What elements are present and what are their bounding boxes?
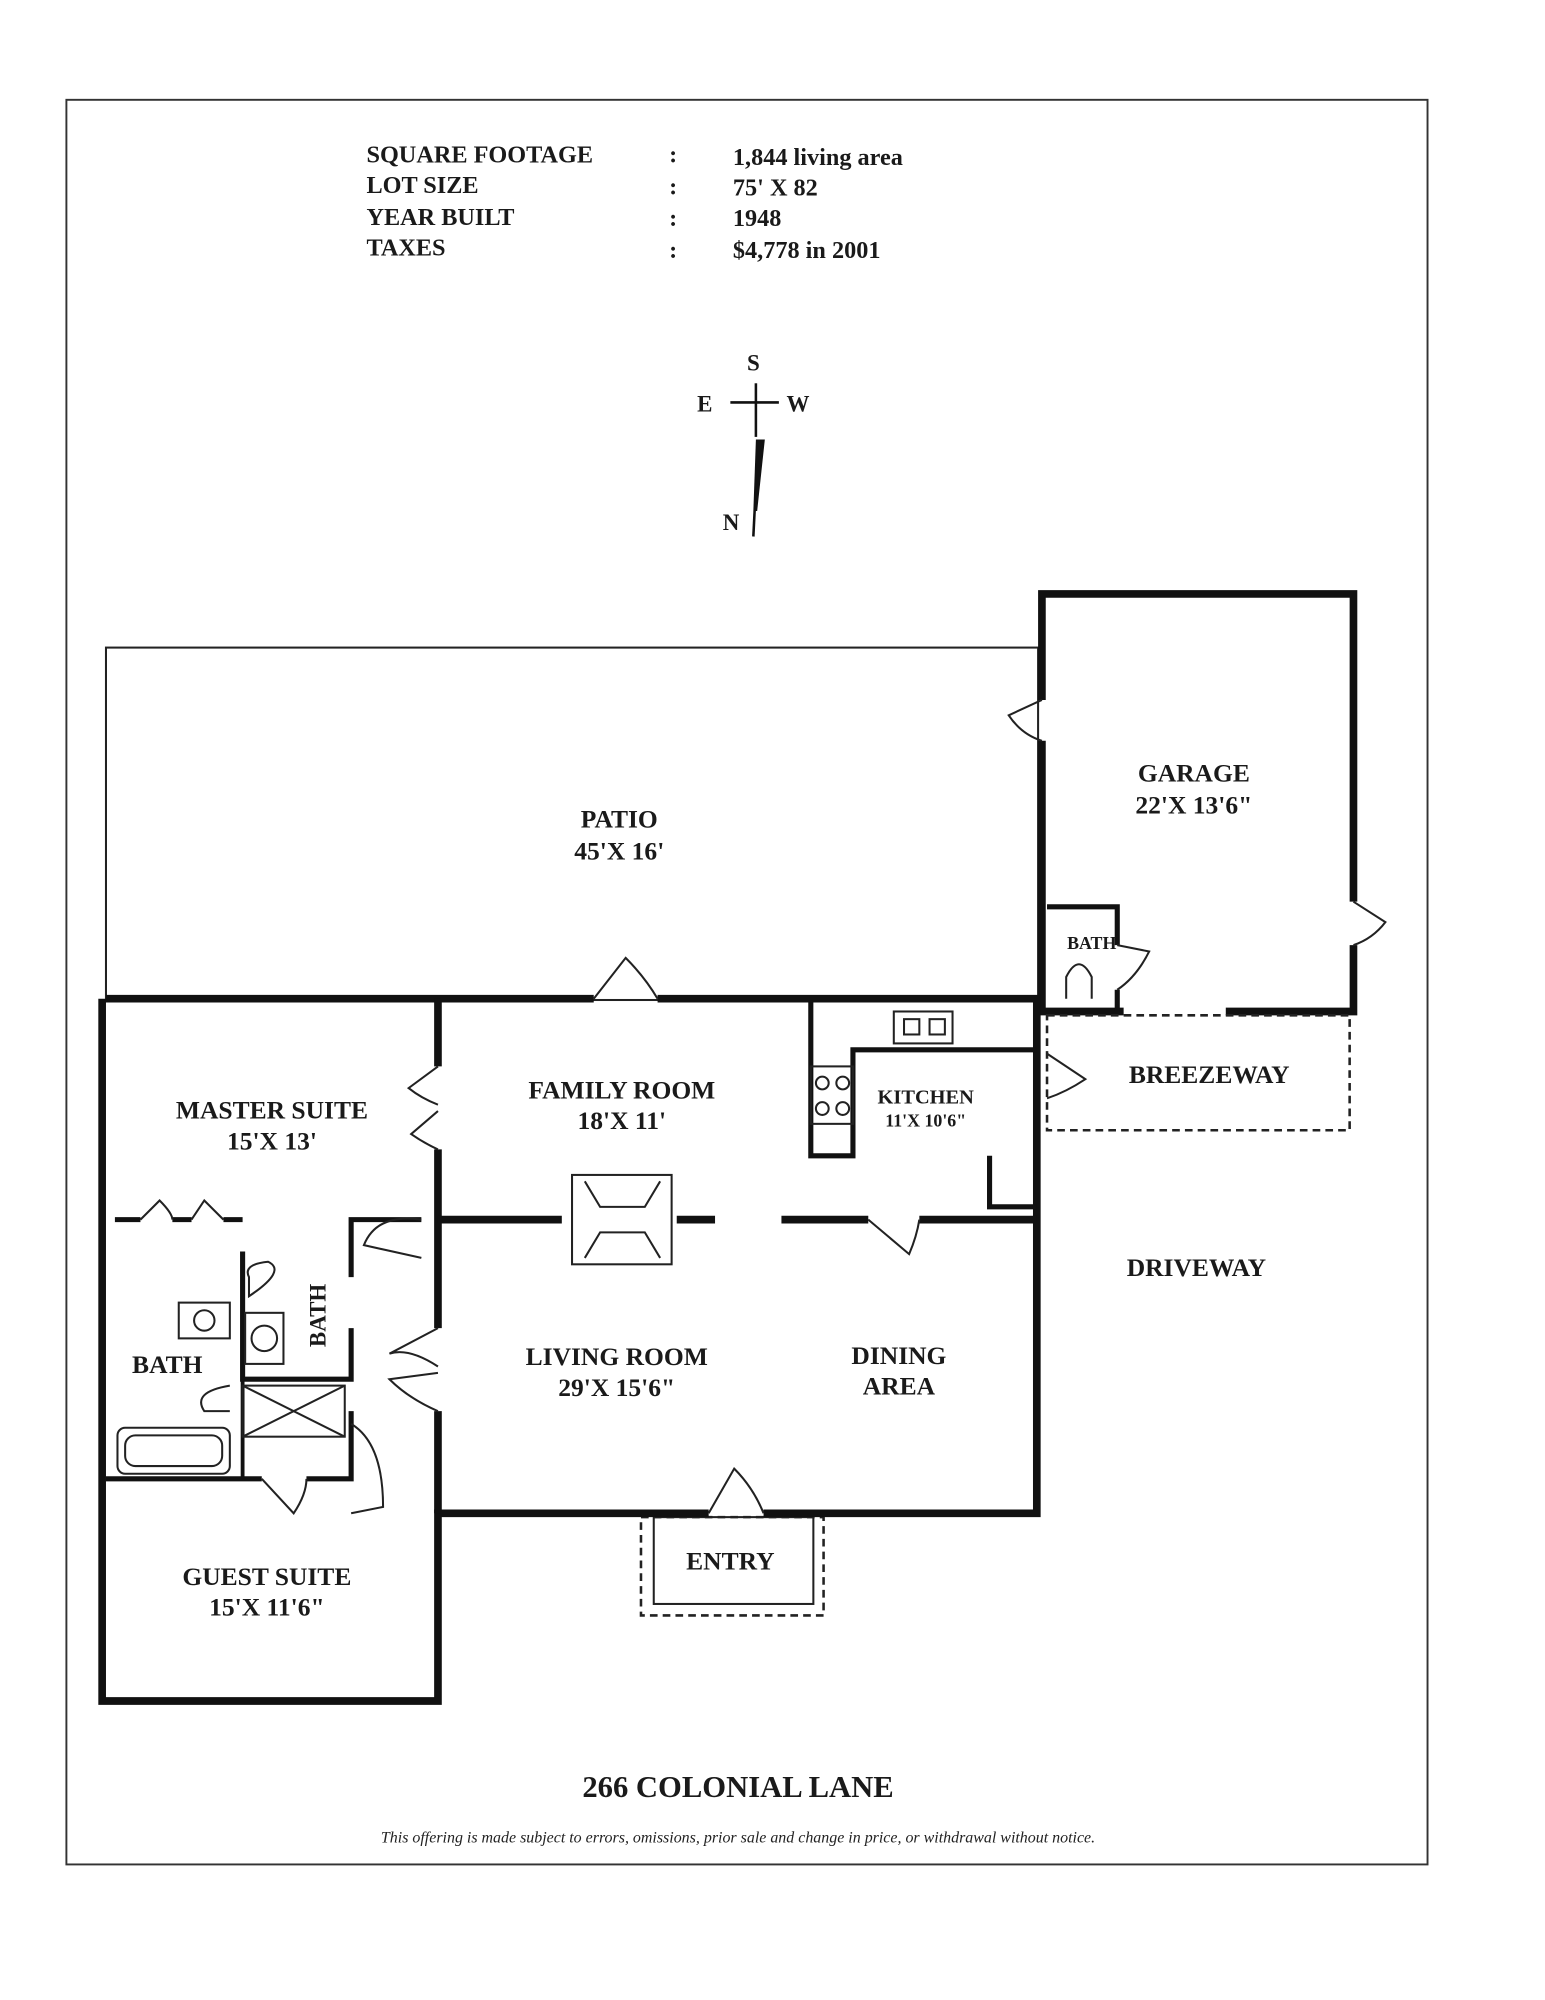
dining-label: DINING — [851, 1341, 946, 1370]
master-suite-size: 15'X 13' — [227, 1126, 317, 1155]
page-border — [65, 98, 1429, 1866]
compass-n: N — [723, 510, 740, 535]
entry-step — [652, 1516, 815, 1605]
fact-value: $4,778 in 2001 — [733, 237, 881, 264]
entry-label: ENTRY — [686, 1546, 774, 1575]
fact-value: 1,844 living area — [733, 144, 903, 171]
family-room-label: FAMILY ROOM — [528, 1075, 715, 1104]
bath-label: BATH — [132, 1350, 203, 1379]
compass-s: S — [747, 351, 760, 376]
dining-label-2: AREA — [863, 1372, 936, 1401]
room-labels: PATIO 45'X 16' GARAGE 22'X 13'6" BATH FA… — [132, 759, 1289, 1622]
doors — [139, 956, 1088, 1515]
address-title: 266 COLONIAL LANE — [582, 1770, 893, 1804]
garage-walls — [1007, 590, 1387, 1016]
fact-sep: : — [669, 141, 677, 168]
guest-suite-label: GUEST SUITE — [182, 1562, 351, 1591]
compass-w: W — [787, 391, 810, 416]
kitchen-label: KITCHEN — [878, 1086, 975, 1108]
bath-label-vertical: BATH — [306, 1284, 331, 1348]
garage-size: 22'X 13'6" — [1135, 791, 1252, 820]
breezeway-outline — [1045, 1014, 1351, 1132]
fixtures — [116, 1010, 954, 1475]
driveway-label: DRIVEWAY — [1127, 1253, 1266, 1282]
kitchen-size: 11'X 10'6" — [885, 1110, 966, 1130]
garage-bath-label: BATH — [1067, 933, 1116, 953]
fact-label: LOT SIZE — [366, 172, 478, 199]
property-facts: SQUARE FOOTAGE : 1,844 living area LOT S… — [366, 141, 902, 264]
patio-size: 45'X 16' — [574, 837, 664, 866]
fact-sep: : — [669, 205, 677, 232]
compass-e: E — [697, 391, 712, 416]
guest-suite-size: 15'X 11'6" — [209, 1592, 325, 1621]
garage-label: GARAGE — [1138, 759, 1250, 788]
breezeway-label: BREEZEWAY — [1129, 1060, 1290, 1089]
fact-label: SQUARE FOOTAGE — [366, 141, 593, 168]
disclaimer: This offering is made subject to errors,… — [381, 1830, 1095, 1847]
living-room-label: LIVING ROOM — [526, 1342, 708, 1371]
family-room-size: 18'X 11' — [578, 1106, 667, 1135]
patio-outline — [104, 646, 1040, 1002]
master-suite-label: MASTER SUITE — [176, 1096, 368, 1125]
patio-label: PATIO — [581, 805, 658, 834]
compass-icon: S E W N — [697, 351, 810, 537]
fact-value: 1948 — [733, 205, 782, 232]
living-room-size: 29'X 15'6" — [558, 1373, 675, 1402]
fact-label: TAXES — [366, 235, 445, 262]
fact-label: YEAR BUILT — [366, 204, 514, 231]
fact-sep: : — [669, 173, 677, 200]
fact-value: 75' X 82 — [733, 175, 818, 202]
fact-sep: : — [669, 237, 677, 264]
